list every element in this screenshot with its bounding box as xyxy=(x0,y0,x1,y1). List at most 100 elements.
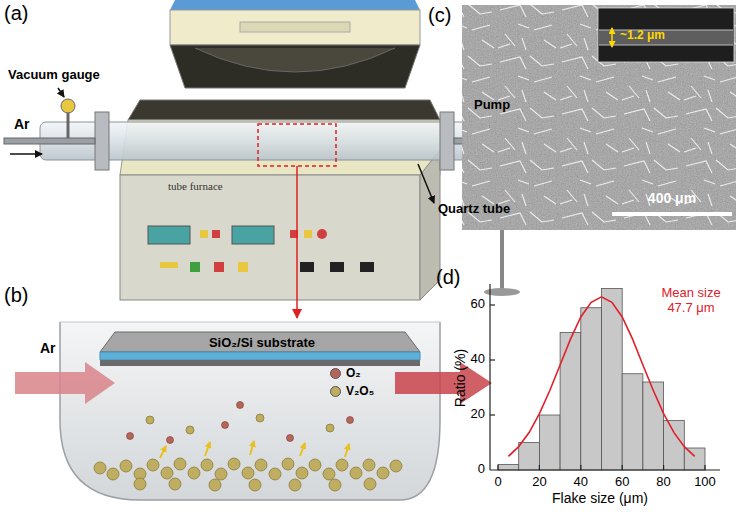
tube-furnace-illustration xyxy=(212,230,220,238)
tick-label: 40 xyxy=(471,352,485,367)
cvd-zoom-illustration xyxy=(174,458,186,470)
cvd-zoom-illustration xyxy=(363,459,375,471)
histogram-chart xyxy=(539,415,560,470)
cvd-zoom-illustration xyxy=(289,479,301,491)
cvd-zoom-illustration xyxy=(60,322,440,500)
tick-label: 20 xyxy=(471,407,485,422)
cvd-zoom-illustration xyxy=(323,468,335,480)
device-label: tube furnace xyxy=(168,180,223,193)
cvd-zoom-illustration xyxy=(205,442,210,456)
cvd-zoom-illustration xyxy=(269,468,281,480)
tube-furnace-illustration xyxy=(61,99,75,113)
cvd-zoom-illustration xyxy=(222,422,229,429)
part-label: Quartz tube xyxy=(438,202,510,217)
cvd-zoom-illustration xyxy=(364,478,376,490)
tube-furnace-illustration xyxy=(170,0,420,10)
cvd-zoom-illustration xyxy=(146,416,154,424)
sem-image xyxy=(599,30,733,45)
gas-label: Ar xyxy=(14,116,30,132)
panel-label: (a) xyxy=(4,2,28,25)
cvd-zoom-illustration xyxy=(237,402,244,409)
legend-text: V₂O₅ xyxy=(346,384,374,398)
part-label: Pump xyxy=(474,98,510,113)
cvd-zoom-illustration xyxy=(100,332,420,352)
cvd-zoom-illustration xyxy=(127,402,354,444)
histogram-chart xyxy=(490,305,705,470)
cvd-zoom-illustration xyxy=(345,444,349,457)
cvd-zoom-illustration xyxy=(336,459,348,471)
tube-furnace-illustration xyxy=(67,112,70,138)
cvd-zoom-illustration xyxy=(160,446,166,458)
cvd-zoom-illustration xyxy=(256,414,264,422)
cvd-zoom-illustration xyxy=(167,437,174,444)
sem-image xyxy=(611,37,613,47)
tube-furnace-illustration xyxy=(120,175,420,300)
tube-furnace-illustration xyxy=(195,48,395,72)
substrate-label: SiO₂/Si substrate xyxy=(209,335,315,350)
histogram-chart xyxy=(519,443,540,471)
tube-furnace-illustration xyxy=(170,10,420,45)
tube-furnace-illustration xyxy=(170,45,420,88)
histogram-chart xyxy=(539,465,540,470)
tube-furnace-illustration xyxy=(304,230,312,238)
cvd-zoom-illustration xyxy=(94,462,106,474)
histogram-chart xyxy=(581,308,602,470)
tube-furnace-illustration xyxy=(160,262,178,268)
tube-furnace-illustration xyxy=(148,226,190,244)
histogram-chart xyxy=(643,382,664,470)
cvd-zoom-illustration xyxy=(300,443,305,456)
panel-label: (d) xyxy=(436,266,460,289)
sem-image xyxy=(612,212,732,216)
legend-swatch xyxy=(330,368,341,379)
sem-image xyxy=(462,5,736,230)
tube-furnace-illustration xyxy=(232,226,274,244)
tube-furnace-illustration xyxy=(330,262,344,272)
tube-furnace-illustration xyxy=(58,88,64,97)
cvd-zoom-illustration xyxy=(94,414,402,491)
histogram-chart xyxy=(622,374,643,470)
cvd-zoom-illustration xyxy=(215,468,227,480)
tube-furnace-illustration xyxy=(240,22,350,32)
histogram-chart xyxy=(498,289,705,471)
sem-image xyxy=(599,45,733,46)
cvd-zoom-illustration xyxy=(250,441,254,455)
tube-furnace-illustration xyxy=(440,112,454,170)
cvd-zoom-illustration xyxy=(282,458,294,470)
cvd-zoom-illustration xyxy=(160,441,349,458)
tube-furnace-illustration xyxy=(4,0,520,318)
gas-label: Ar xyxy=(40,340,56,356)
sem-image xyxy=(599,30,733,31)
legend-swatch xyxy=(330,386,341,397)
cvd-zoom-illustration xyxy=(15,322,492,500)
panel-label: (c) xyxy=(428,4,451,27)
sem-image xyxy=(598,8,734,62)
cvd-zoom-illustration xyxy=(296,467,308,479)
histogram-chart xyxy=(490,304,495,305)
legend-text: O₂ xyxy=(346,366,361,380)
cvd-zoom-illustration xyxy=(255,459,267,471)
mean-annotation: Mean size 47.7 μm xyxy=(656,286,726,316)
cvd-zoom-illustration xyxy=(188,467,200,479)
cvd-zoom-illustration xyxy=(120,460,132,472)
cvd-zoom-illustration xyxy=(134,478,146,490)
tube-furnace-illustration xyxy=(418,164,434,203)
legend-entry: V₂O₅ xyxy=(330,384,374,398)
cvd-zoom-illustration xyxy=(100,360,420,366)
histogram-chart xyxy=(490,359,495,360)
scale-bar-label: 400 μm xyxy=(648,190,696,206)
cvd-zoom-illustration xyxy=(100,352,420,360)
tick-label: 60 xyxy=(471,297,485,312)
histogram-chart xyxy=(580,465,581,470)
cvd-zoom-illustration xyxy=(161,467,173,479)
tube-furnace-illustration xyxy=(200,230,208,238)
tube-furnace-illustration xyxy=(95,112,109,170)
histogram-chart xyxy=(663,465,664,470)
histogram-chart xyxy=(602,289,623,471)
cvd-zoom-illustration xyxy=(309,459,321,471)
cvd-zoom-illustration xyxy=(329,479,341,491)
panel-label: (b) xyxy=(4,284,28,307)
cvd-zoom-illustration xyxy=(127,433,134,440)
tick-label: 80 xyxy=(656,475,670,490)
cvd-zoom-illustration xyxy=(377,467,389,479)
